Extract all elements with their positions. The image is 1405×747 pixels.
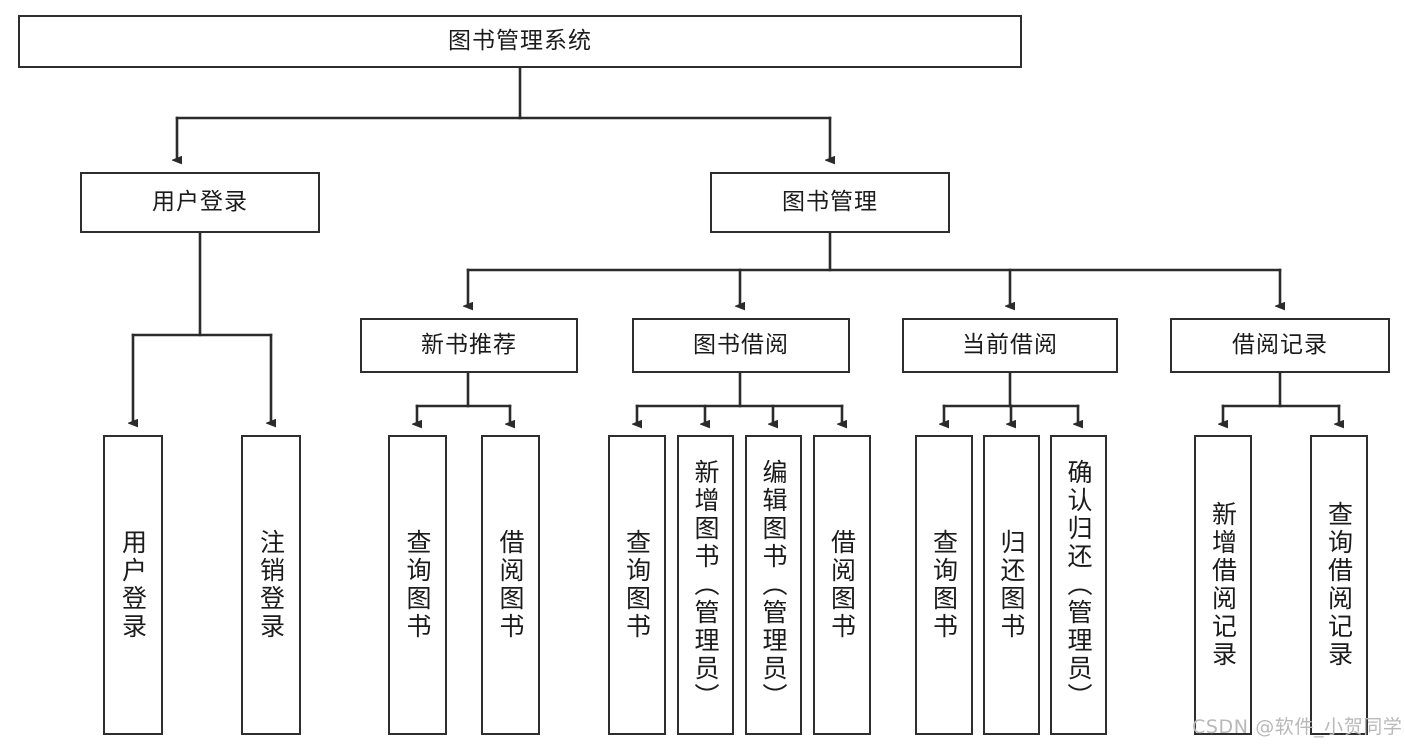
node-leaf-cur-confirm-return[interactable]: 确认归还（管理员） [1050, 435, 1107, 735]
node-leaf-user-login-label: 用户登录 [118, 529, 148, 641]
node-leaf-borrow-query-book-label: 查询图书 [622, 529, 652, 641]
node-leaf-cur-confirm-return-label: 确认归还（管理员） [1064, 459, 1093, 711]
node-leaf-rec-query-book-label: 查询图书 [403, 529, 432, 641]
node-root-label: 图书管理系统 [448, 28, 592, 55]
node-leaf-user-login[interactable]: 用户登录 [103, 435, 163, 735]
node-leaf-borrow-add-book[interactable]: 新增图书（管理员） [677, 435, 734, 735]
node-leaf-rec-add-record[interactable]: 新增借阅记录 [1194, 435, 1252, 735]
node-leaf-user-logout-label: 注销登录 [256, 529, 286, 641]
node-leaf-borrow-borrow-book[interactable]: 借阅图书 [813, 435, 871, 735]
node-leaf-rec-query-record-label: 查询借阅记录 [1324, 501, 1354, 669]
node-leaf-rec-borrow-book[interactable]: 借阅图书 [481, 435, 540, 735]
node-leaf-cur-query-book[interactable]: 查询图书 [915, 435, 973, 735]
node-leaf-borrow-add-book-label: 新增图书（管理员） [691, 459, 720, 711]
node-leaf-cur-return-book-label: 归还图书 [997, 529, 1026, 641]
node-user-login[interactable]: 用户登录 [80, 172, 320, 233]
node-user-login-label: 用户登录 [152, 189, 248, 216]
node-book-borrow[interactable]: 图书借阅 [632, 318, 850, 373]
node-book-manage-label: 图书管理 [782, 189, 878, 216]
node-leaf-rec-query-book[interactable]: 查询图书 [388, 435, 447, 735]
node-book-manage[interactable]: 图书管理 [710, 172, 950, 233]
node-new-book-rec-label: 新书推荐 [421, 332, 517, 359]
node-leaf-user-logout[interactable]: 注销登录 [241, 435, 301, 735]
node-leaf-borrow-edit-book-label: 编辑图书（管理员） [759, 459, 788, 711]
node-current-borrow[interactable]: 当前借阅 [902, 318, 1118, 373]
node-book-borrow-label: 图书借阅 [693, 332, 789, 359]
node-leaf-borrow-query-book[interactable]: 查询图书 [608, 435, 666, 735]
node-borrow-record-label: 借阅记录 [1232, 332, 1328, 359]
node-leaf-rec-borrow-book-label: 借阅图书 [496, 529, 525, 641]
node-leaf-borrow-edit-book[interactable]: 编辑图书（管理员） [745, 435, 802, 735]
node-leaf-rec-query-record[interactable]: 查询借阅记录 [1310, 435, 1368, 735]
node-root[interactable]: 图书管理系统 [18, 15, 1022, 68]
node-leaf-borrow-borrow-book-label: 借阅图书 [827, 529, 857, 641]
node-leaf-rec-add-record-label: 新增借阅记录 [1208, 501, 1238, 669]
node-borrow-record[interactable]: 借阅记录 [1170, 318, 1390, 373]
node-leaf-cur-query-book-label: 查询图书 [929, 529, 959, 641]
node-current-borrow-label: 当前借阅 [962, 332, 1058, 359]
node-leaf-cur-return-book[interactable]: 归还图书 [983, 435, 1040, 735]
node-new-book-rec[interactable]: 新书推荐 [360, 318, 578, 373]
